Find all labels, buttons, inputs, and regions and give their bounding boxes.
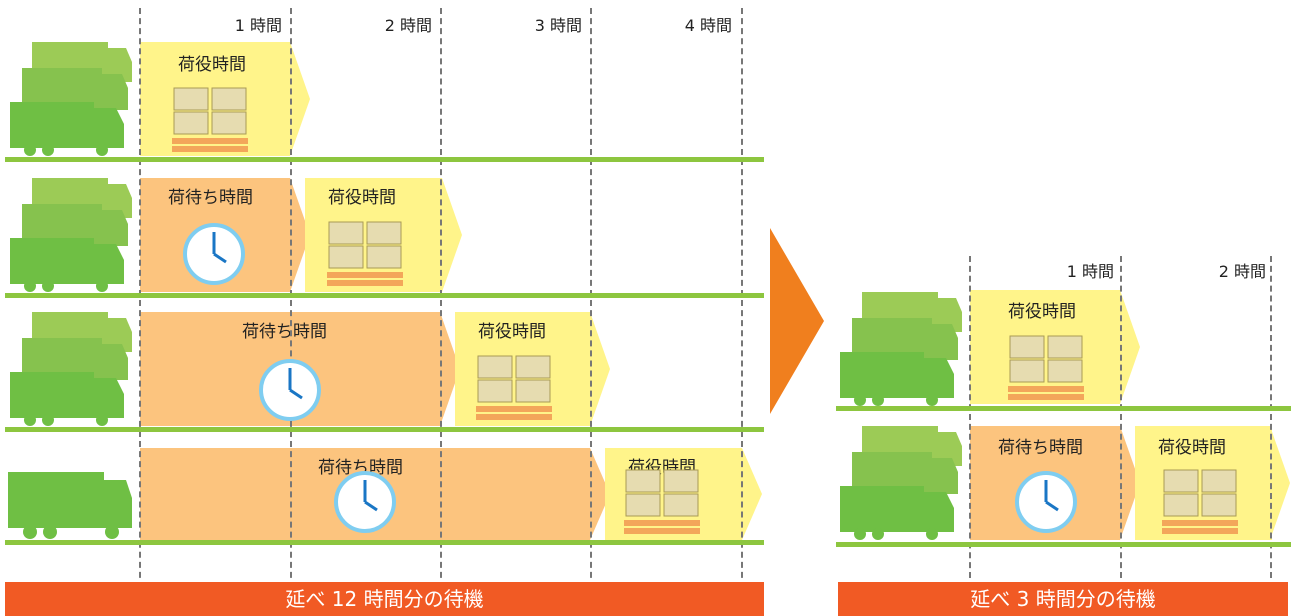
truck-queue-icon [10, 312, 132, 426]
waiting-time-label: 荷待ち時間 [168, 188, 253, 208]
time-gridline [590, 8, 592, 588]
truck-queue-icon [840, 426, 962, 540]
ground-line [5, 427, 764, 432]
band-arrow-tip [1270, 426, 1290, 540]
loading-time-label: 荷役時間 [478, 322, 546, 342]
waiting-time-label: 荷待ち時間 [318, 458, 403, 478]
time-gridline [440, 8, 442, 588]
band-arrow-tip [442, 178, 462, 292]
time-gridline [1270, 256, 1272, 578]
truck-queue-icon [840, 292, 962, 406]
cargo-boxes-icon [172, 87, 248, 152]
waiting-time-label: 荷待ち時間 [998, 438, 1083, 458]
time-gridline [290, 8, 292, 588]
transition-arrow-icon [770, 228, 824, 414]
time-gridline [969, 256, 971, 578]
ground-line [836, 542, 1291, 547]
time-gridline [1120, 256, 1122, 578]
band-arrow-tip [440, 312, 460, 426]
band-arrow-tip [290, 178, 310, 292]
loading-time-label: 荷役時間 [1158, 438, 1226, 458]
band-arrow-tip [742, 448, 762, 540]
band-arrow-tip [590, 448, 610, 540]
cargo-boxes-icon [1162, 469, 1238, 534]
ground-line [836, 406, 1291, 411]
time-gridline [139, 8, 141, 588]
hour-label-1: 1 時間 [234, 16, 282, 35]
clock-icon [1015, 471, 1077, 533]
clock-icon [259, 359, 321, 421]
band-arrow-tip [1120, 290, 1140, 404]
cargo-boxes-icon [624, 469, 700, 534]
loading-band [970, 290, 1120, 404]
band-arrow-tip [1120, 426, 1140, 540]
time-gridline [741, 8, 743, 588]
clock-icon [183, 223, 245, 285]
hour-label-4: 4 時間 [684, 16, 732, 35]
loading-time-label: 荷役時間 [1008, 302, 1076, 322]
truck-icon [8, 472, 132, 539]
ground-line [5, 293, 764, 298]
waiting-time-label: 荷待ち時間 [242, 322, 327, 342]
hour-label-1: 1 時間 [1066, 262, 1114, 281]
cargo-boxes-icon [476, 355, 552, 420]
band-arrow-tip [290, 42, 310, 156]
summary-banner: 延べ 3 時間分の待機 [838, 582, 1288, 616]
ground-line [5, 540, 764, 545]
hour-label-2: 2 時間 [384, 16, 432, 35]
clock-icon [334, 471, 396, 533]
truck-queue-icon [10, 42, 132, 156]
loading-time-label: 荷役時間 [178, 55, 246, 75]
hour-label-2: 2 時間 [1218, 262, 1266, 281]
summary-banner: 延べ 12 時間分の待機 [5, 582, 764, 616]
loading-time-label: 荷役時間 [328, 188, 396, 208]
ground-line [5, 157, 764, 162]
cargo-boxes-icon [1008, 335, 1084, 400]
cargo-boxes-icon [327, 221, 403, 286]
truck-queue-icon [10, 178, 132, 292]
band-arrow-tip [590, 312, 610, 426]
hour-label-3: 3 時間 [534, 16, 582, 35]
